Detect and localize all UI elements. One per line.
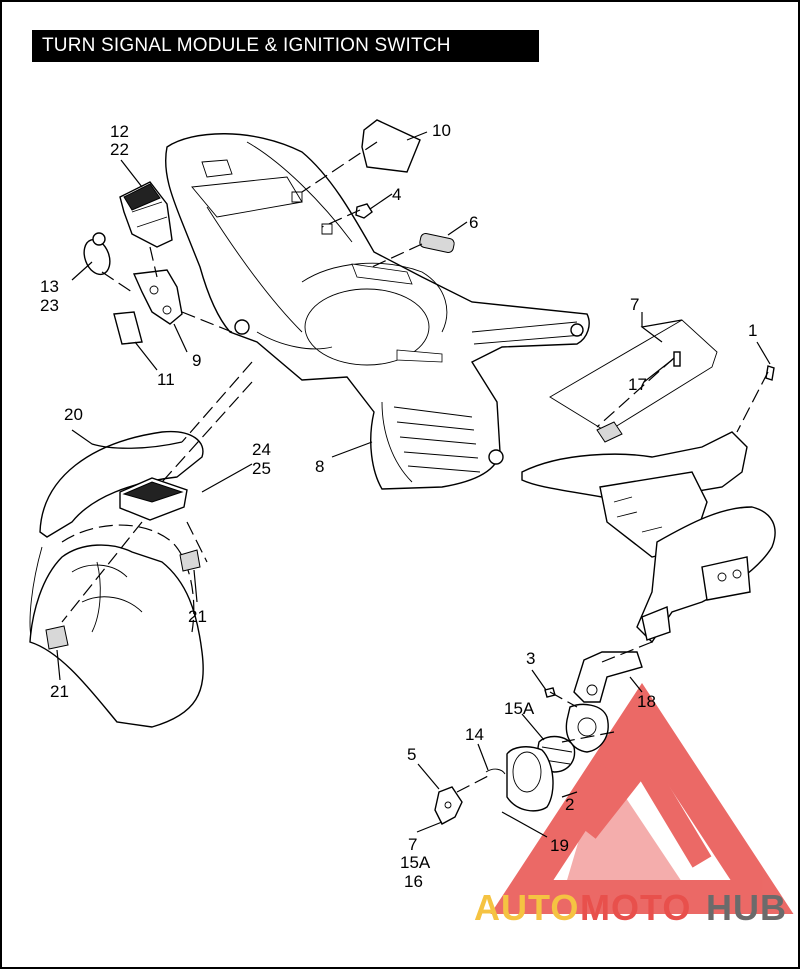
callout-11: 11	[157, 370, 175, 389]
part-7-frame-assembly	[521, 319, 776, 644]
callout-15a-top: 15A	[504, 699, 535, 718]
part-17-pin	[673, 351, 681, 367]
callout-9: 9	[192, 351, 201, 370]
callout-1: 1	[748, 321, 757, 340]
callout-24: 24	[252, 440, 271, 459]
callout-22: 22	[110, 140, 129, 159]
callout-21-left: 21	[50, 682, 69, 701]
seat-pan-assembly	[165, 133, 590, 490]
part-5-key	[434, 786, 463, 825]
part-21-reflector-right	[179, 549, 201, 572]
callout-7-key: 7	[408, 835, 417, 854]
callout-10: 10	[432, 121, 451, 140]
watermark-auto: AUTO	[474, 887, 579, 928]
callout-4: 4	[392, 185, 401, 204]
callout-20: 20	[64, 405, 83, 424]
callout-14: 14	[465, 725, 484, 744]
part-11-strip	[113, 311, 143, 345]
assembly-lines	[61, 141, 769, 793]
part-24-module	[119, 477, 188, 521]
callout-8: 8	[315, 457, 324, 476]
callout-12: 12	[110, 122, 129, 141]
part-4-nut	[355, 203, 373, 219]
callout-21-right: 21	[188, 607, 207, 626]
watermark-moto: MOTO	[580, 887, 691, 928]
part-6-grommet	[419, 233, 455, 253]
part-17-sleeve	[596, 421, 623, 443]
watermark-text: AUTO MOTO HUB	[474, 887, 787, 928]
part-10-label	[361, 119, 421, 173]
part-20-fairing	[29, 430, 204, 728]
callout-18: 18	[637, 692, 656, 711]
callout-19: 19	[550, 836, 569, 855]
callout-6: 6	[469, 213, 478, 232]
part-9-bracket	[132, 269, 183, 325]
callout-25: 25	[252, 459, 271, 478]
watermark-logo	[490, 682, 794, 914]
part-13-clip	[83, 232, 111, 276]
callout-23: 23	[40, 296, 59, 315]
part-12-turn-signal-module	[119, 181, 173, 248]
diagram-title: TURN SIGNAL MODULE & IGNITION SWITCH	[32, 30, 539, 62]
callout-5: 5	[407, 745, 416, 764]
callout-17: 17	[628, 375, 647, 394]
leader-lines	[56, 131, 771, 838]
callouts: 12 22 10 4 6 13 23 9 11 7 1 17 20 24 25 …	[40, 121, 757, 891]
callout-7-frame: 7	[630, 295, 639, 314]
watermark-hub: HUB	[706, 887, 787, 928]
callout-13: 13	[40, 277, 59, 296]
callout-15a-bottom: 15A	[400, 853, 431, 872]
callout-16: 16	[404, 872, 423, 891]
part-18-ignition-bracket	[573, 651, 643, 703]
part-21-reflector-left	[45, 625, 69, 650]
part-19-cover	[506, 746, 554, 812]
callout-3: 3	[526, 649, 535, 668]
callout-2: 2	[565, 795, 574, 814]
part-14-clip	[485, 768, 506, 775]
